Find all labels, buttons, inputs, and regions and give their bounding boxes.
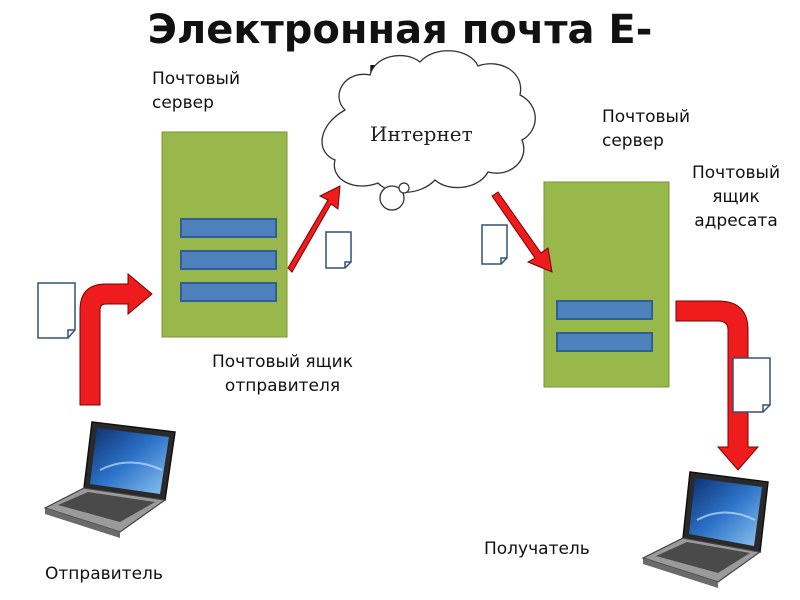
recipient-mailbox-slot — [557, 301, 652, 319]
sender-laptop-icon — [45, 422, 175, 538]
recipient-label: Получатель — [484, 538, 590, 562]
sender-mailbox-slot — [181, 219, 276, 237]
sender-label: Отправитель — [45, 563, 163, 587]
arrow-sender-to-server — [80, 274, 152, 405]
recipient-mailbox-slot — [557, 333, 652, 351]
letter-icon — [326, 232, 351, 268]
letter-icon — [38, 283, 75, 338]
recipient-laptop-icon — [643, 472, 768, 588]
right-mail-server — [544, 182, 669, 387]
sender-mailbox-label: Почтовый ящик отправителя — [190, 351, 375, 399]
internet-label: Интернет — [370, 122, 473, 146]
letter-icon — [733, 358, 770, 412]
letter-icon — [482, 225, 507, 264]
recipient-mailbox-label: Почтовый ящик адресата — [676, 162, 796, 233]
sender-mailbox-slot — [181, 251, 276, 269]
right-server-label: Почтовый сервер — [602, 106, 690, 154]
left-server-label: Почтовый сервер — [152, 68, 240, 116]
sender-mailbox-slot — [181, 283, 276, 301]
